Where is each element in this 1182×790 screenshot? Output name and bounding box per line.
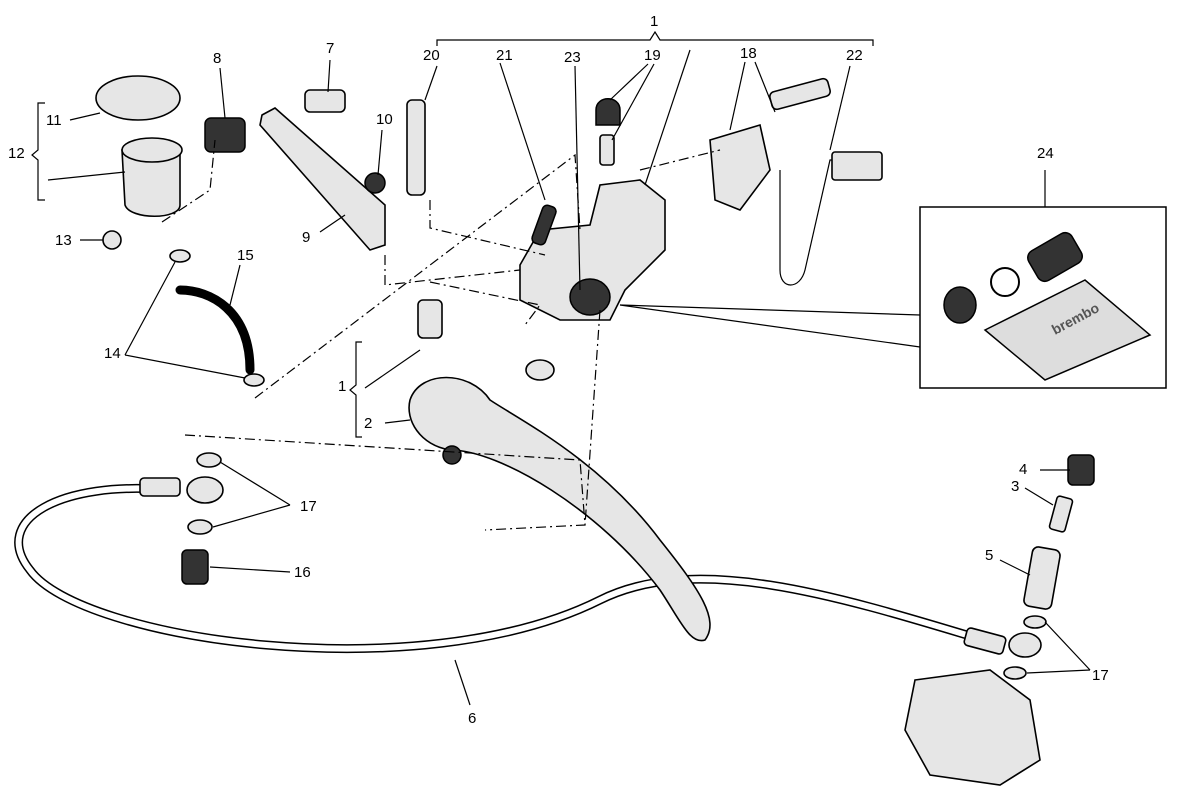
reservoir — [121, 149, 181, 217]
callout-14: 14 — [104, 345, 121, 362]
pivot-bushing — [569, 278, 611, 316]
callout-8: 8 — [213, 50, 221, 67]
clutch-hose — [15, 485, 1003, 652]
callout-7: 7 — [326, 40, 334, 57]
bleed-screw-top — [599, 134, 615, 166]
callout-17-right: 17 — [1092, 667, 1109, 684]
slave-cylinder — [904, 669, 1041, 786]
callout-9: 9 — [302, 229, 310, 246]
bushing — [417, 299, 443, 339]
reservoir-hose — [175, 285, 255, 375]
bleed-valve — [1048, 495, 1074, 533]
banjo-right — [1008, 632, 1042, 658]
hose-fitting-right — [963, 627, 1007, 655]
callout-15: 15 — [237, 247, 254, 264]
hose-clip — [169, 249, 191, 263]
group-1-lower-bracket — [349, 341, 362, 438]
clutch-switch — [831, 151, 883, 181]
bleed-cap — [1067, 454, 1095, 486]
reservoir-bracket-rubber — [204, 117, 246, 153]
washer — [187, 519, 213, 535]
callout-22: 22 — [846, 47, 863, 64]
group-12-bracket — [31, 102, 45, 201]
kit-circlip — [990, 267, 1020, 297]
master-cylinder-body — [519, 179, 666, 321]
kit-seal — [943, 286, 977, 324]
callout-16: 16 — [294, 564, 311, 581]
reservoir-bracket — [259, 107, 386, 251]
callout-4: 4 — [1019, 461, 1027, 478]
reservoir-cap — [95, 75, 181, 121]
kit-instruction-card — [983, 279, 1152, 381]
nut — [525, 359, 555, 381]
pushrod — [406, 99, 426, 196]
handlebar-clamp — [709, 123, 771, 211]
hose-fitting-left — [139, 477, 181, 497]
hose-outlet — [531, 204, 557, 246]
bracket-screw — [304, 89, 346, 113]
callout-19: 19 — [644, 47, 661, 64]
callout-3: 3 — [1011, 478, 1019, 495]
callout-1-lower: 1 — [338, 378, 346, 395]
callout-13: 13 — [55, 232, 72, 249]
washer — [196, 452, 222, 468]
callout-17-left: 17 — [300, 498, 317, 515]
group-1-bracket — [436, 30, 874, 46]
washer — [1023, 615, 1047, 629]
callout-6: 6 — [468, 710, 476, 727]
callout-1: 1 — [650, 13, 658, 30]
lever-pivot-nut — [442, 445, 462, 465]
bracket-nut — [364, 172, 386, 194]
banjo-left — [186, 476, 224, 504]
washer — [1003, 666, 1027, 680]
callout-23: 23 — [564, 49, 581, 66]
callout-11: 11 — [46, 112, 62, 129]
callout-5: 5 — [985, 547, 993, 564]
switch-wire — [779, 159, 860, 286]
reservoir-screw — [102, 230, 122, 250]
hose-clip — [243, 373, 265, 387]
kit-piston — [1027, 231, 1083, 283]
banjo-bolt-left — [181, 549, 209, 585]
callout-21: 21 — [496, 47, 513, 64]
bleed-cap-top — [595, 98, 621, 126]
banjo-bolt-right — [1023, 546, 1061, 610]
callout-20: 20 — [423, 47, 440, 64]
clamp-screw — [769, 77, 831, 111]
callout-24: 24 — [1037, 145, 1054, 162]
clutch-lever — [408, 376, 711, 642]
callout-12: 12 — [8, 145, 25, 162]
reservoir-rim — [121, 137, 183, 163]
callout-18: 18 — [740, 45, 757, 62]
callout-10: 10 — [376, 111, 393, 128]
callout-2: 2 — [364, 415, 372, 432]
